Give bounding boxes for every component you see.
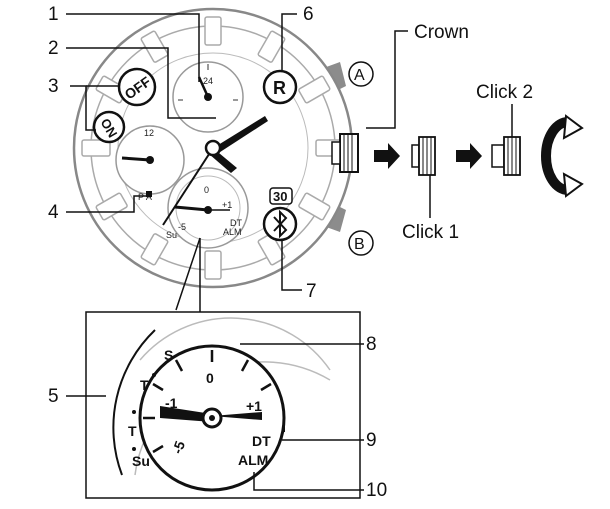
subdial-plus1: +1 (222, 200, 232, 210)
subdial-zero: 0 (204, 185, 209, 195)
subdial-minus5: -5 (178, 222, 186, 232)
click2-label: Click 2 (476, 82, 533, 103)
callout-5: 5 (48, 386, 59, 407)
rotate-icon (541, 114, 584, 198)
subdial-24-label: 24 (203, 76, 213, 86)
svg-text:B: B (354, 236, 365, 253)
arrow-right-icon (456, 143, 482, 169)
detail-callouts (240, 343, 364, 491)
subdial-alm: ALM (223, 227, 242, 237)
subdial-12-label: 12 (144, 128, 154, 138)
svg-text:30: 30 (273, 189, 287, 204)
click1-label: Click 1 (402, 222, 459, 243)
button-b-label: B (348, 230, 374, 256)
svg-text:R: R (273, 78, 286, 98)
off-button-icon: OFF (117, 67, 157, 107)
detail-plus1: +1 (246, 398, 262, 414)
detail-view: 0 +1 -1 -5 DT ALM S T T Su (112, 317, 331, 492)
r-button-icon: R (262, 69, 298, 105)
button-a-label: A (348, 61, 374, 87)
pa-indicator (146, 191, 152, 197)
detail-t-top: T (140, 377, 149, 393)
crown-pos-click2-icon (491, 136, 521, 176)
bluetooth-icon (262, 206, 298, 242)
subdial-dt: DT (230, 218, 242, 228)
callout-1: 1 (48, 4, 59, 25)
crown-pos-click1-icon (411, 136, 436, 176)
detail-alm: ALM (238, 452, 268, 468)
detail-t-bot: T (128, 423, 137, 439)
callout-10: 10 (366, 480, 387, 501)
detail-dt: DT (252, 433, 271, 449)
crown-leader (366, 30, 408, 129)
subdial-24h: 24 (172, 61, 244, 133)
crown-icon (331, 133, 359, 173)
callout-7: 7 (306, 281, 317, 302)
callout-9: 9 (366, 430, 377, 451)
svg-text:A: A (354, 67, 365, 84)
subdial-12h: 12 P A (115, 125, 185, 202)
callout-2: 2 (48, 38, 59, 59)
detail-su: Su (132, 453, 150, 469)
detail-s: S (164, 347, 173, 363)
on-button-icon: ON (92, 110, 126, 144)
callout-3: 3 (48, 76, 59, 97)
main-hands (162, 116, 268, 226)
detail-minus1: -1 (165, 395, 178, 411)
crown-sequence (374, 114, 584, 198)
callouts (66, 13, 361, 499)
detail-connector (175, 237, 201, 311)
detail-minus5: -5 (169, 439, 188, 456)
subdial-su: Su (166, 230, 177, 240)
callout-6: 6 (303, 4, 314, 25)
detail-zero: 0 (206, 370, 214, 386)
pa-label: P A (138, 192, 152, 202)
thirty-indicator: 30 (269, 187, 293, 205)
callout-8: 8 (366, 334, 377, 355)
crown-label: Crown (414, 22, 469, 43)
callout-4: 4 (48, 202, 59, 223)
arrow-right-icon (374, 143, 400, 169)
